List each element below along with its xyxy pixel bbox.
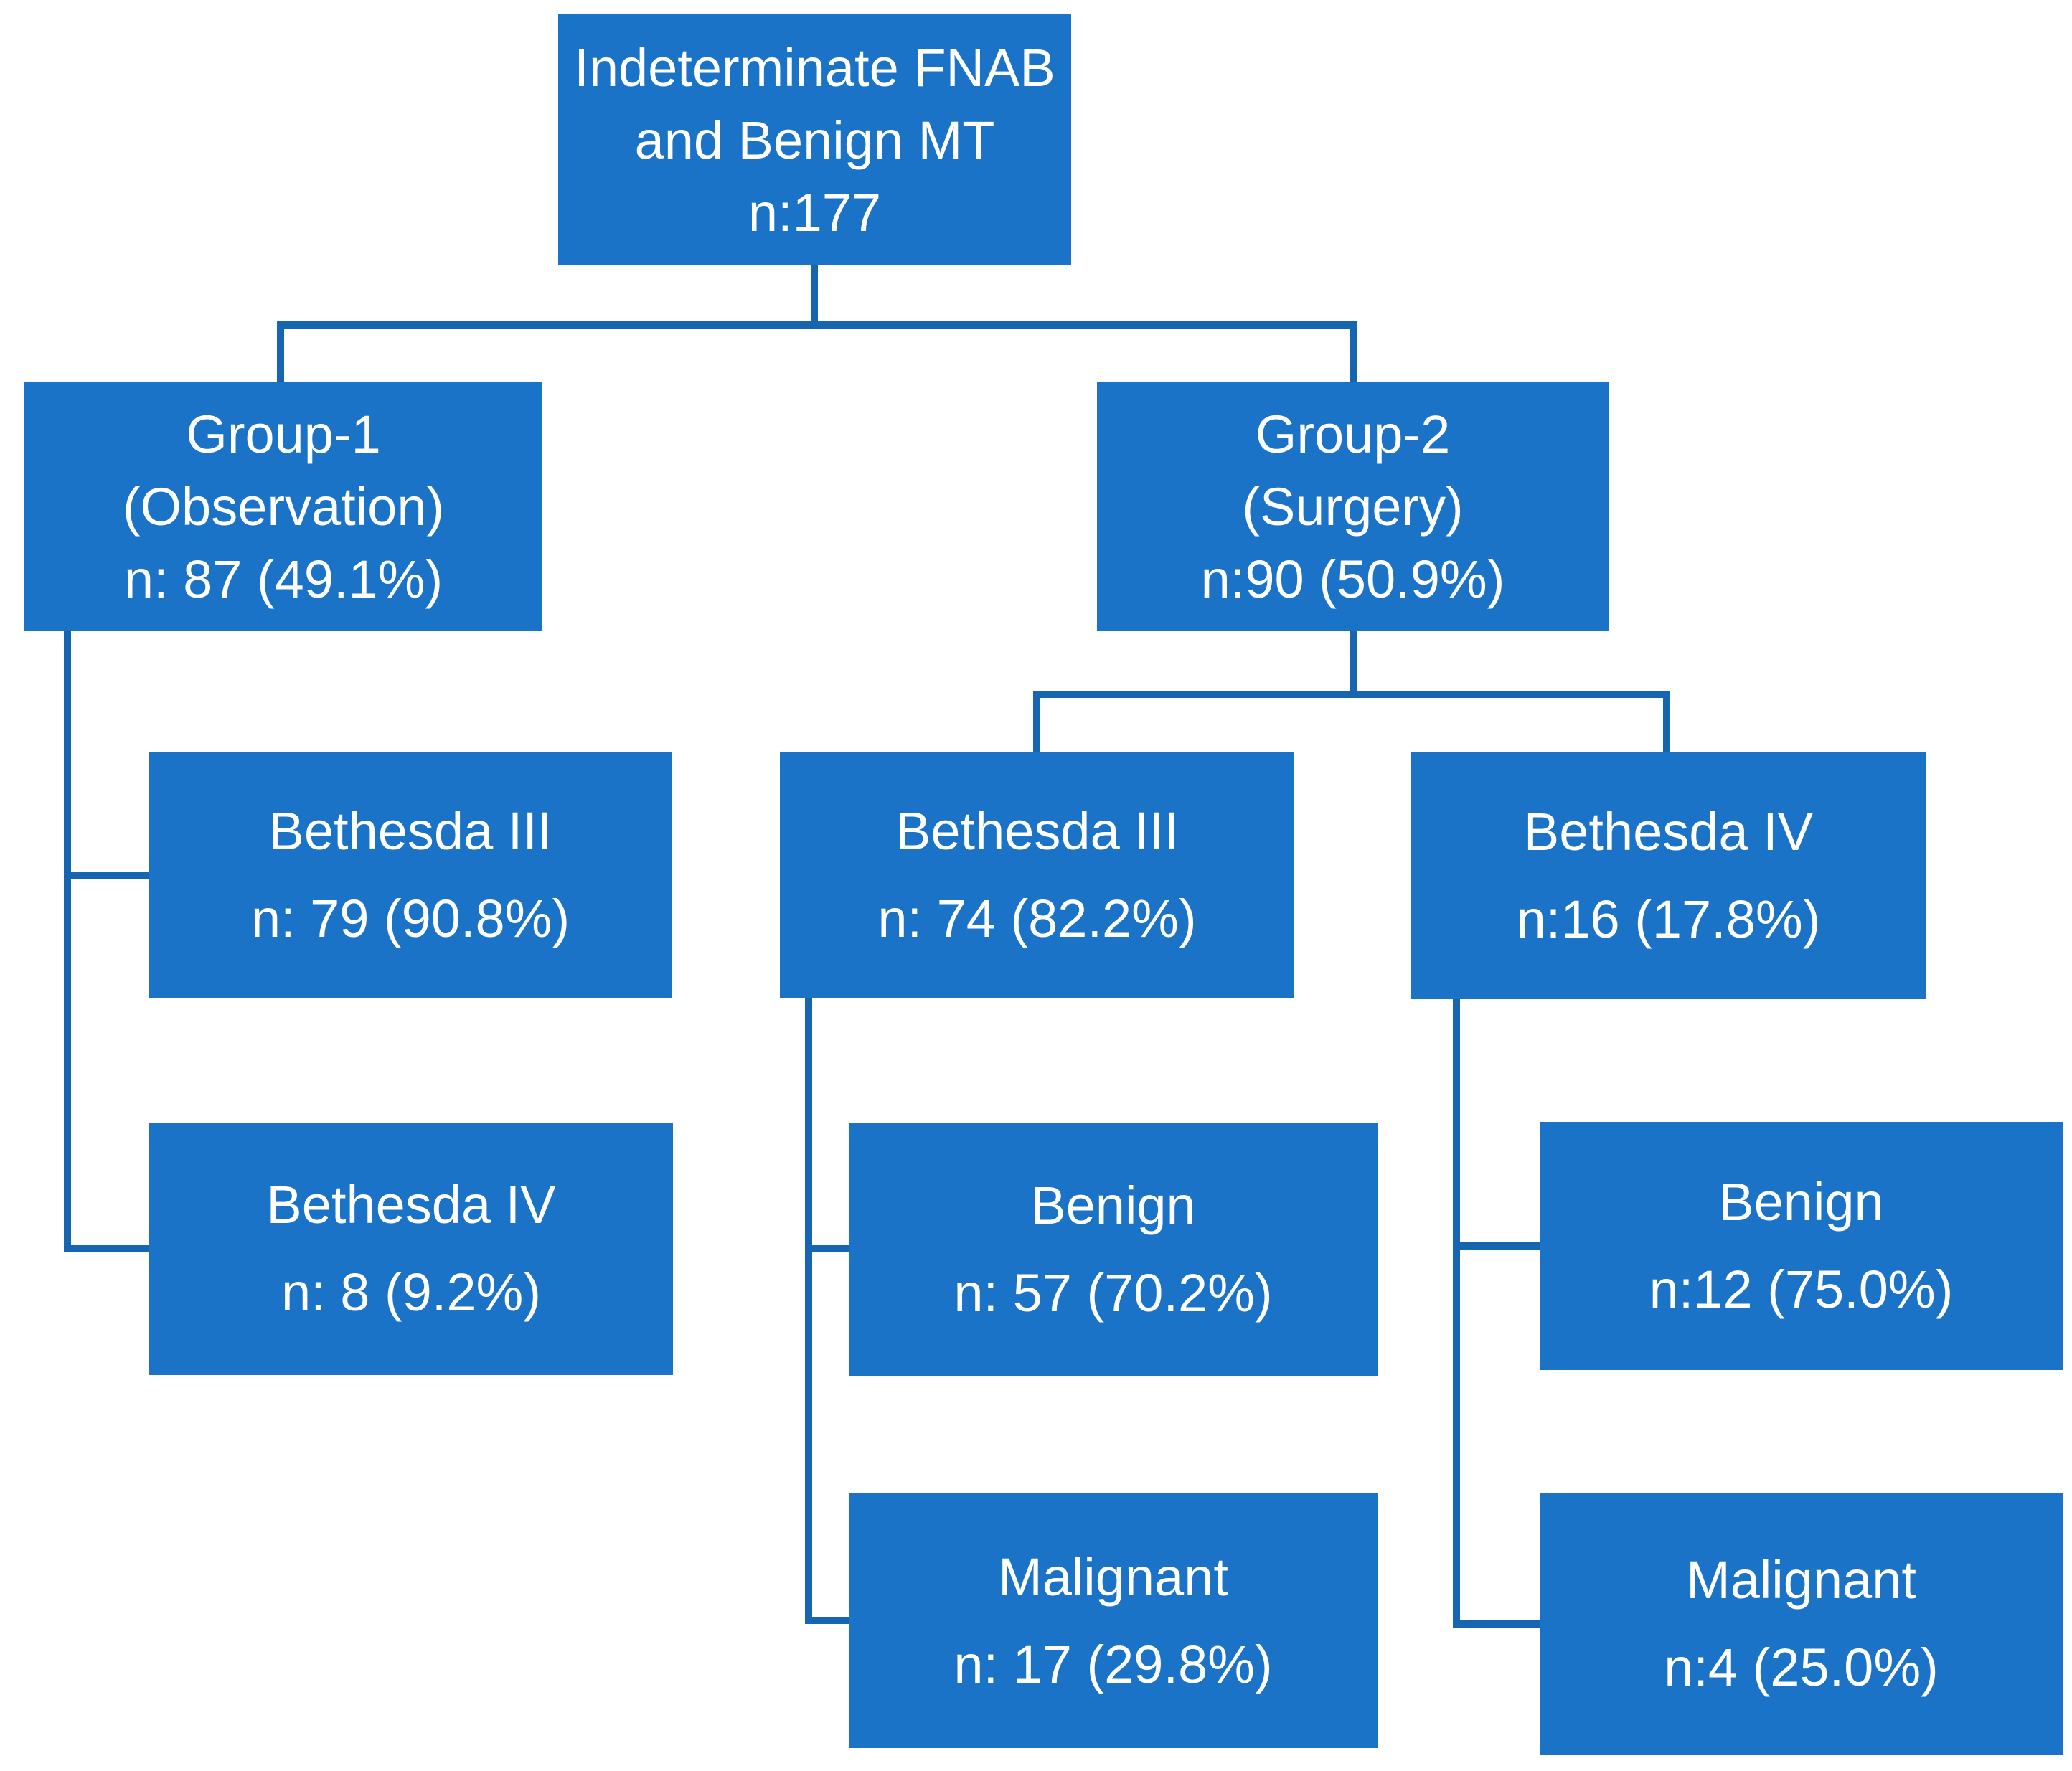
node-group1-bethesda-iii: Bethesda III n: 79 (90.8%) <box>149 752 672 998</box>
node-bethesda3-malignant: Malignant n: 17 (29.8%) <box>849 1493 1378 1748</box>
node-group2-surgery: Group-2 (Surgery) n:90 (50.9%) <box>1097 382 1609 631</box>
node-line: n:12 (75.0%) <box>1649 1260 1954 1319</box>
node-line: (Observation) <box>122 476 445 537</box>
node-line: Benign <box>1718 1172 1884 1232</box>
node-line: Bethesda IV <box>1523 802 1814 861</box>
node-line: Indeterminate FNAB <box>574 37 1055 98</box>
node-line: and Benign MT <box>634 110 995 170</box>
connector-group2-to-bethesda <box>1033 631 1670 752</box>
connector-group1-to-bethesda <box>64 631 149 1252</box>
node-line: n:177 <box>748 182 882 242</box>
connector-bethesda3-to-outcomes <box>805 998 849 1624</box>
node-line: Bethesda III <box>895 801 1179 861</box>
node-line: Benign <box>1030 1175 1196 1235</box>
node-line: n: 57 (70.2%) <box>953 1262 1273 1323</box>
node-line: Bethesda IV <box>266 1175 556 1234</box>
node-group2-bethesda-iii: Bethesda III n: 74 (82.2%) <box>780 752 1294 998</box>
node-line: n: 74 (82.2%) <box>877 889 1197 948</box>
node-line: n: 17 (29.8%) <box>953 1634 1273 1694</box>
connector-root-to-groups <box>277 265 1357 382</box>
node-group1-observation: Group-1 (Observation) n: 87 (49.1%) <box>24 382 542 631</box>
connector-bethesda4-to-outcomes <box>1453 999 1540 1628</box>
node-line: n: 79 (90.8%) <box>250 889 570 948</box>
node-line: Bethesda III <box>268 801 552 861</box>
node-line: Malignant <box>1686 1550 1916 1610</box>
node-bethesda3-benign: Benign n: 57 (70.2%) <box>849 1123 1378 1376</box>
node-line: n: 8 (9.2%) <box>281 1262 541 1322</box>
node-line: Group-1 <box>186 404 381 464</box>
node-bethesda4-benign: Benign n:12 (75.0%) <box>1540 1122 2063 1370</box>
node-line: n:4 (25.0%) <box>1664 1638 1939 1697</box>
node-line: (Surgery) <box>1242 476 1464 537</box>
node-line: n:16 (17.8%) <box>1516 889 1821 949</box>
node-line: Group-2 <box>1255 404 1451 464</box>
node-line: n: 87 (49.1%) <box>123 549 443 609</box>
node-line: n:90 (50.9%) <box>1200 549 1505 609</box>
node-group1-bethesda-iv: Bethesda IV n: 8 (9.2%) <box>149 1123 673 1375</box>
node-bethesda4-malignant: Malignant n:4 (25.0%) <box>1540 1493 2063 1755</box>
node-group2-bethesda-iv: Bethesda IV n:16 (17.8%) <box>1411 752 1926 999</box>
node-indeterminate-fnab-root: Indeterminate FNAB and Benign MT n:177 <box>558 14 1071 265</box>
node-line: Malignant <box>998 1546 1228 1607</box>
